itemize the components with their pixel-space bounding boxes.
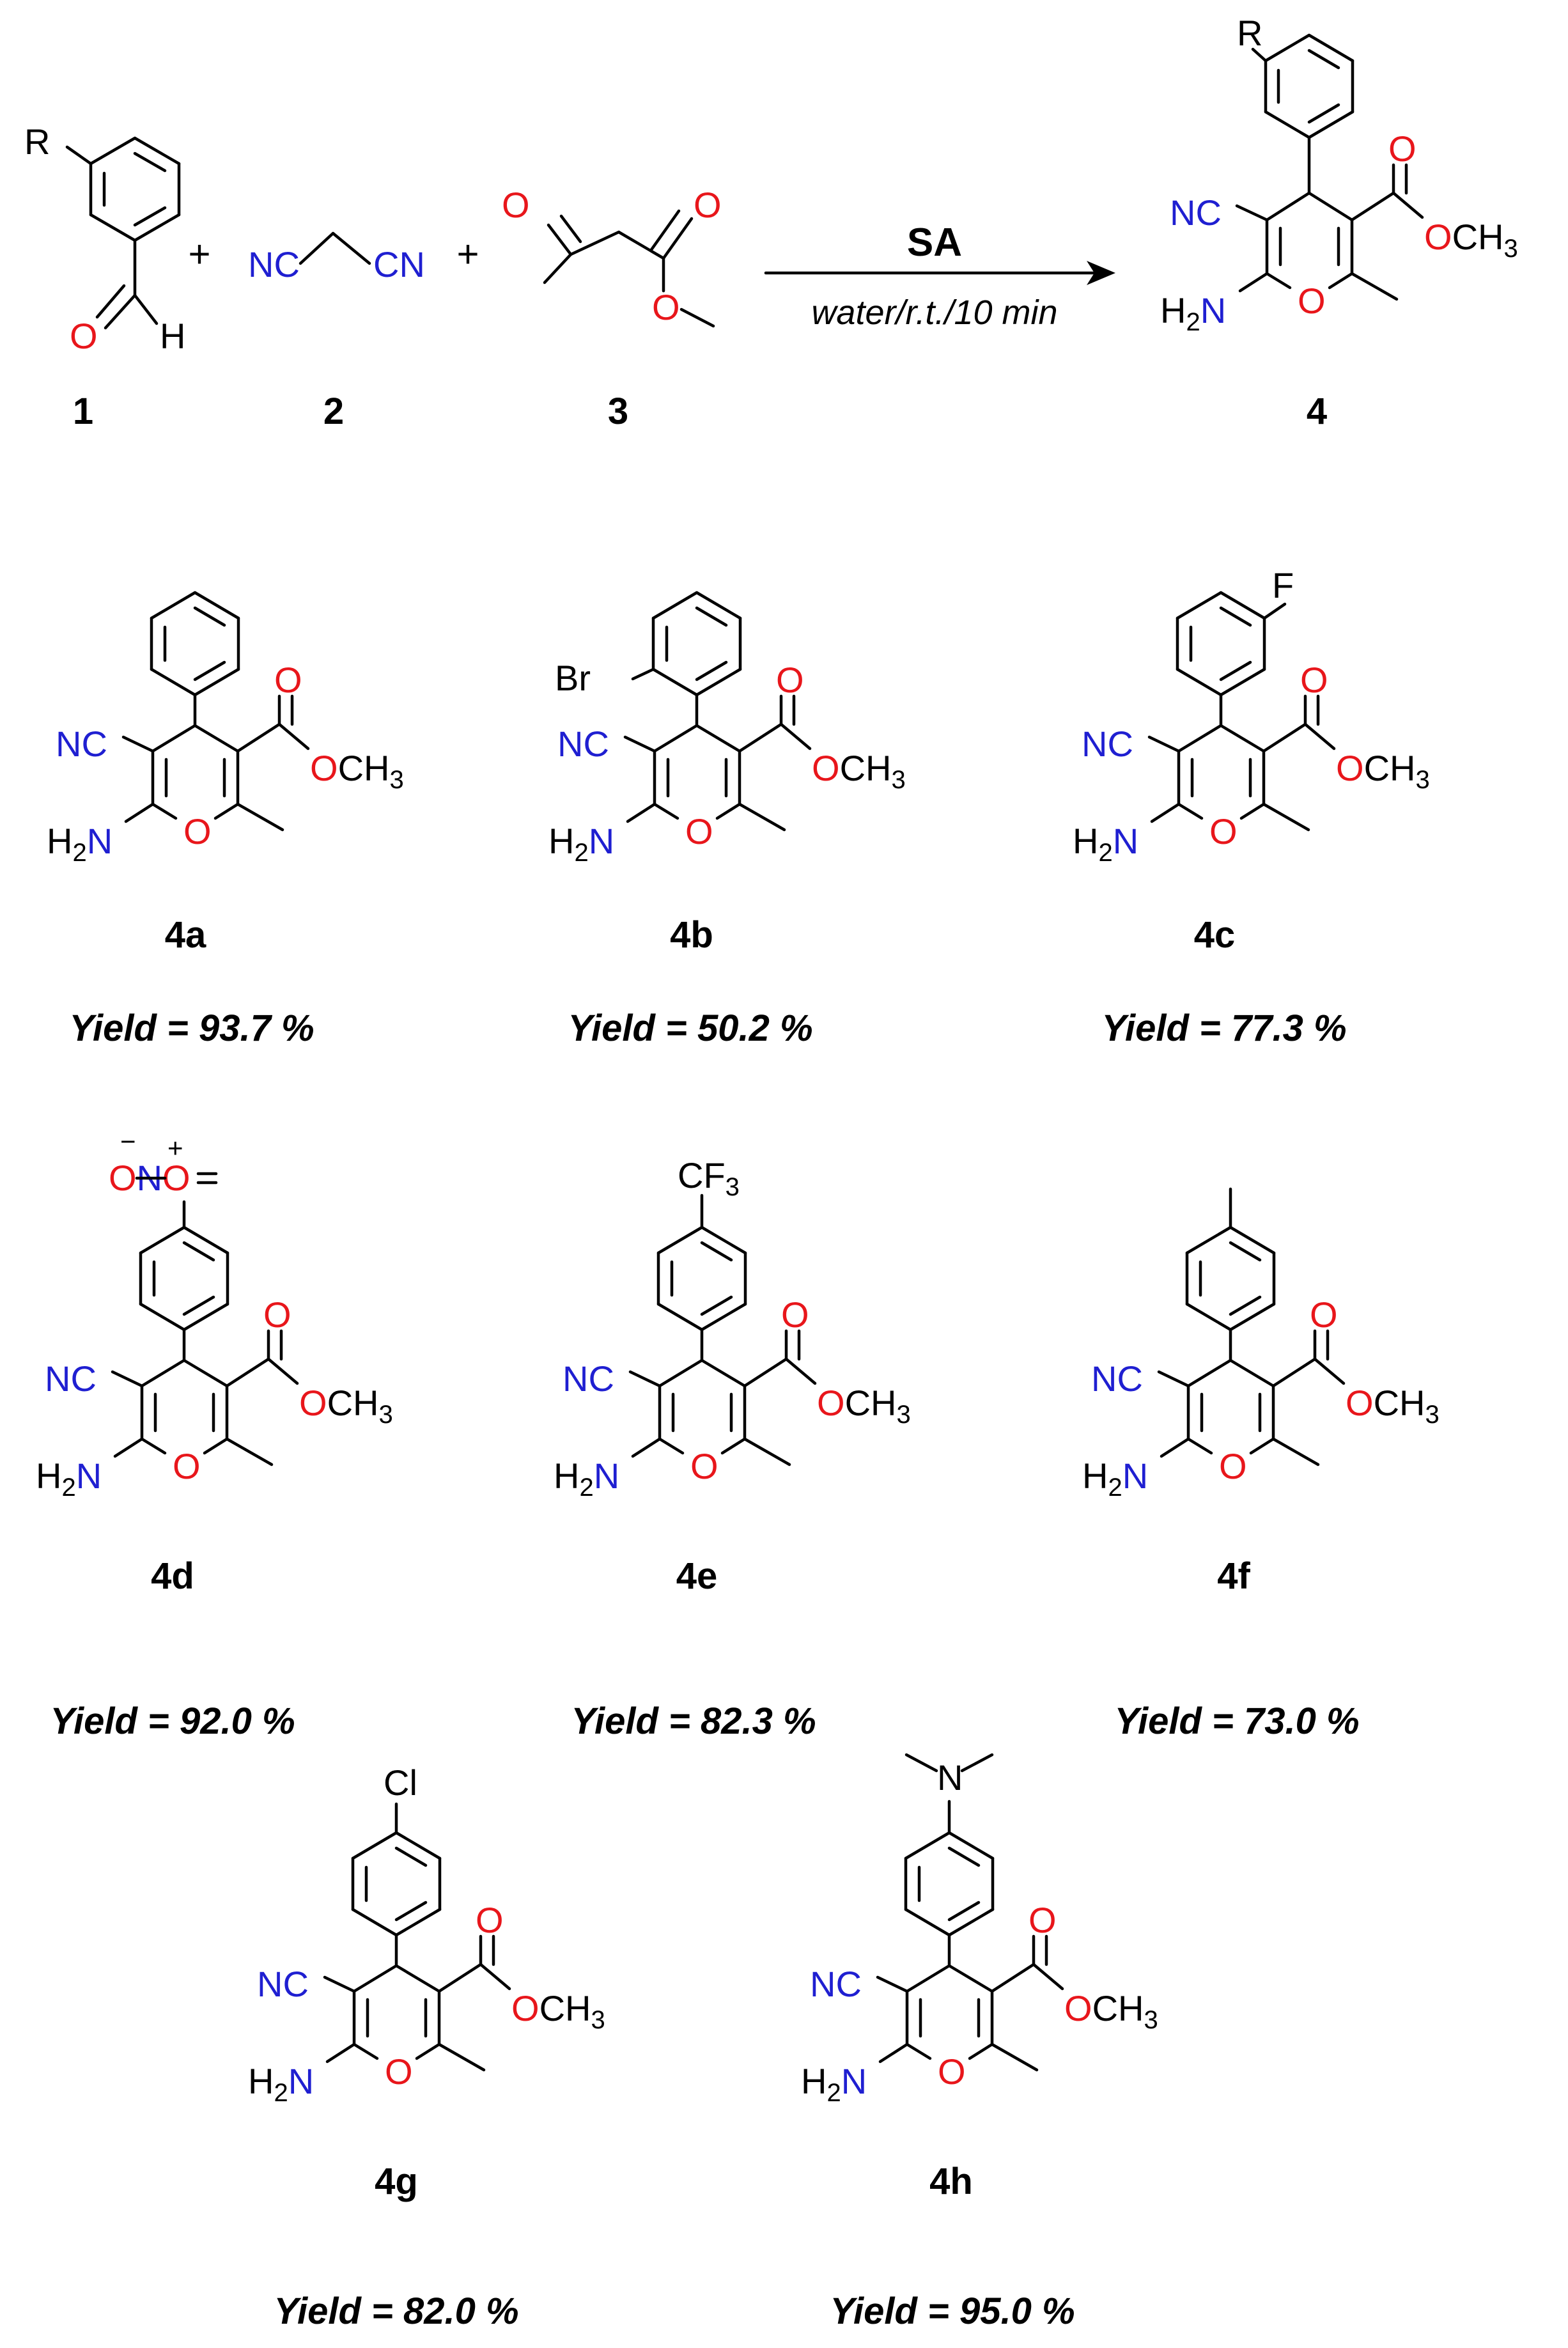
ring-oxygen: O bbox=[1298, 281, 1326, 321]
r-group-label: R bbox=[24, 121, 50, 162]
compound-label-1: 1 bbox=[73, 391, 93, 432]
ester-carbonyl-oxygen: O bbox=[694, 185, 722, 225]
compound-label-3: 3 bbox=[608, 391, 628, 432]
reaction-arrow: SA water/r.t./10 min bbox=[764, 221, 1115, 332]
product-nitrile: NC bbox=[1170, 192, 1222, 233]
product-carbonyl-oxygen: O bbox=[1388, 128, 1417, 169]
example-4h: N 4h Yield = 95.0 % bbox=[801, 1753, 1158, 2332]
example-4d: ONO − + 4d Yield = 92.0 % bbox=[36, 1126, 393, 1742]
ketone-oxygen: O bbox=[502, 185, 530, 225]
compound-label-4h: 4h bbox=[929, 2161, 973, 2202]
compound-label-2: 2 bbox=[323, 391, 344, 432]
example-4c: F 4c Yield = 77.3 % bbox=[1073, 565, 1430, 1049]
yield-4e: Yield = 82.3 % bbox=[571, 1700, 816, 1742]
compound-label-4a: 4a bbox=[165, 914, 206, 956]
aldehyde-hydrogen: H bbox=[160, 316, 185, 356]
compound-label-4b: 4b bbox=[670, 914, 713, 956]
nitrile-right: CN bbox=[373, 244, 425, 284]
substituent-4b: Br bbox=[555, 658, 591, 698]
ester-oxygen: O bbox=[652, 287, 680, 327]
product-r-group: R bbox=[1237, 13, 1262, 53]
example-4f: 4f Yield = 73.0 % bbox=[1082, 1187, 1440, 1742]
plus-sign-2: + bbox=[456, 233, 479, 276]
yield-4g: Yield = 82.0 % bbox=[274, 2290, 518, 2332]
example-4a: 4a Yield = 93.7 % bbox=[47, 593, 404, 1049]
compound-label-4c: 4c bbox=[1194, 914, 1236, 956]
reactant-1-aldehyde: R O H 1 bbox=[24, 121, 185, 432]
compound-label-4e: 4e bbox=[676, 1555, 718, 1597]
yield-4f: Yield = 73.0 % bbox=[1114, 1700, 1359, 1742]
example-4b: Br 4b Yield = 50.2 % bbox=[548, 593, 906, 1049]
example-4g: Cl 4g Yield = 82.0 % bbox=[248, 1762, 605, 2332]
compound-label-4: 4 bbox=[1307, 391, 1327, 432]
product-4: R O NC H2N O OCH3 4 bbox=[1160, 13, 1518, 432]
plus-sign-1: + bbox=[188, 233, 210, 276]
substituent-4c: F bbox=[1272, 565, 1294, 605]
compound-label-4g: 4g bbox=[375, 2161, 418, 2202]
yield-4c: Yield = 77.3 % bbox=[1101, 1007, 1346, 1049]
example-4e: CF3 4e Yield = 82.3 % bbox=[554, 1155, 911, 1742]
substituent-4e: CF3 bbox=[678, 1155, 740, 1201]
yield-4b: Yield = 50.2 % bbox=[568, 1007, 812, 1049]
reactant-2-malononitrile: NC CN 2 bbox=[248, 231, 425, 432]
amine-h: H2N bbox=[1160, 290, 1226, 336]
reagent-label: SA bbox=[907, 221, 962, 265]
nitro-minus: − bbox=[120, 1126, 136, 1156]
yield-4d: Yield = 92.0 % bbox=[50, 1700, 295, 1742]
conditions-label: water/r.t./10 min bbox=[811, 293, 1057, 332]
yield-4a: Yield = 93.7 % bbox=[69, 1007, 314, 1049]
substituent-4h: N bbox=[937, 1757, 963, 1798]
yield-4h: Yield = 95.0 % bbox=[830, 2290, 1075, 2332]
nitro-plus: + bbox=[167, 1133, 183, 1163]
aldehyde-oxygen: O bbox=[70, 316, 98, 356]
substituent-4g: Cl bbox=[384, 1762, 417, 1803]
compound-label-4d: 4d bbox=[151, 1555, 194, 1597]
compound-label-4f: 4f bbox=[1217, 1555, 1250, 1597]
nitrile-left: NC bbox=[248, 244, 300, 284]
product-ester: OCH3 bbox=[1424, 217, 1518, 263]
reactant-3-methyl-acetoacetate: O O O 3 bbox=[502, 185, 722, 432]
